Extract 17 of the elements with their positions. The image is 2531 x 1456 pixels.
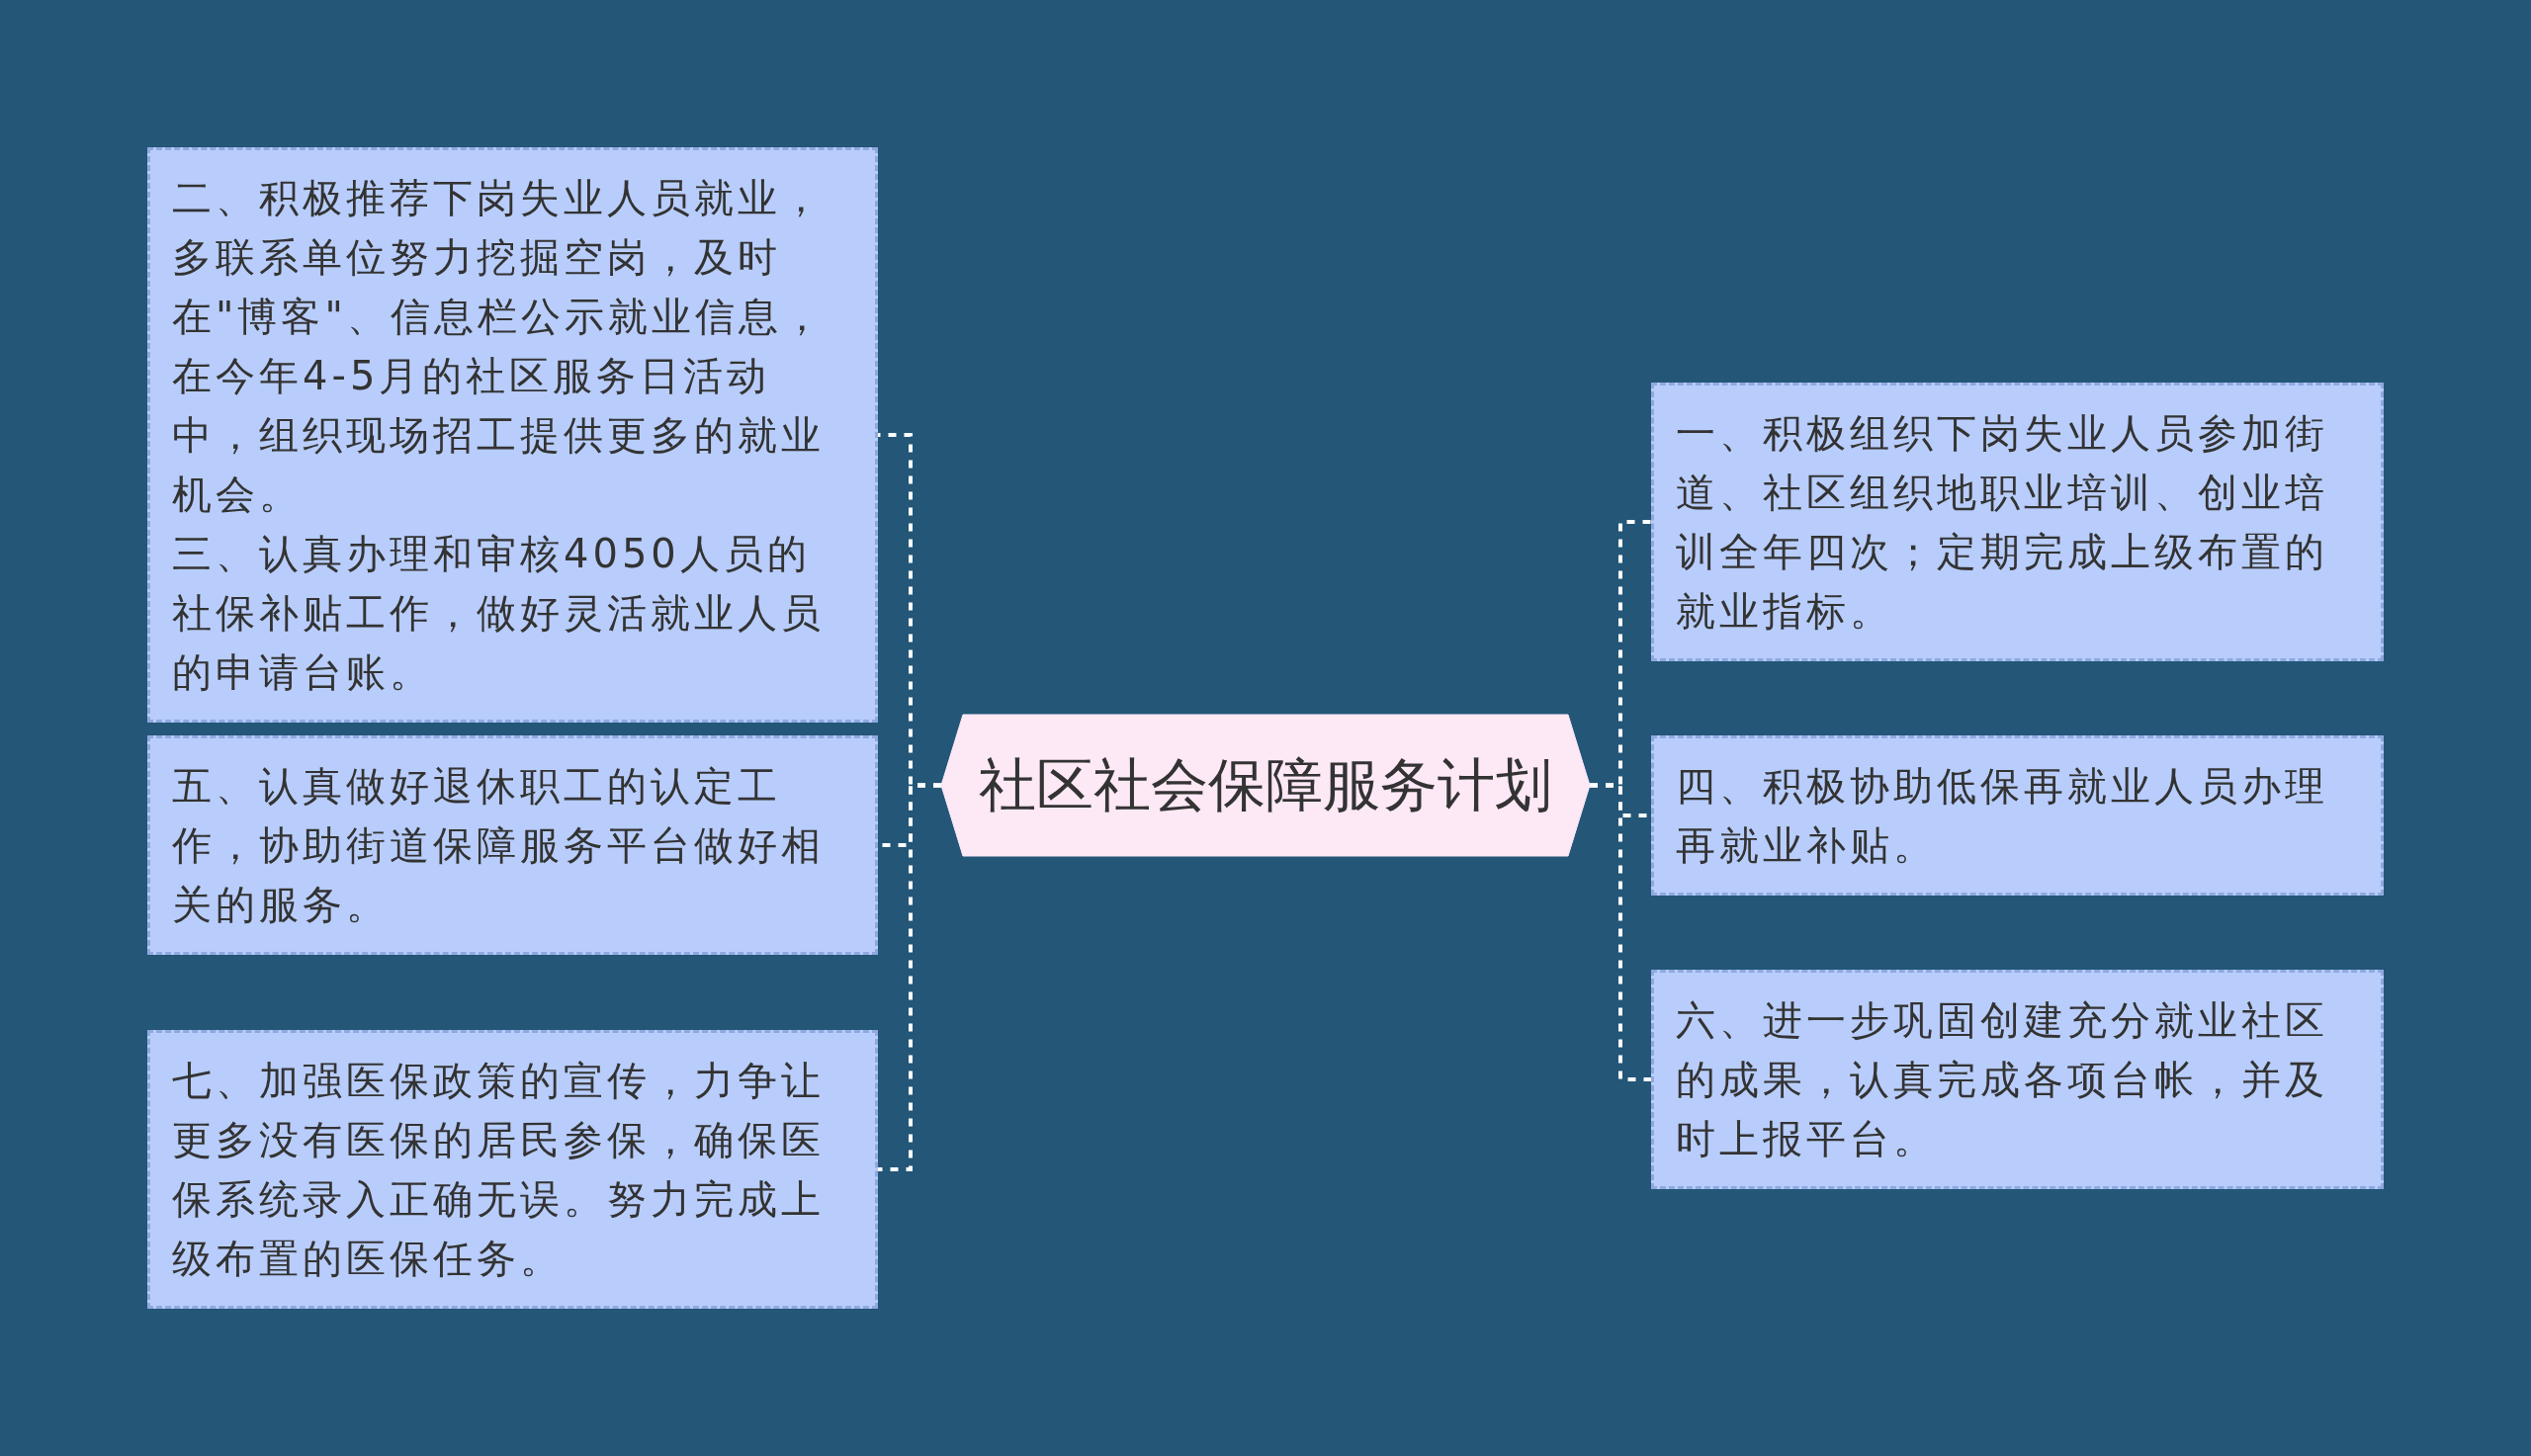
connector-line [1590,783,1651,1081]
topic-text: 三、认真办理和审核4050人员的社保补贴工作，做好灵活就业人员的申请台账。 [172,530,826,697]
topic-card [1651,735,2384,896]
topic-text: 一、积极组织下岗失业人员参加街道、社区组织地职业培训、创业培训全年四次；定期完成上级布置的就业指标。 [1676,409,2329,636]
topic-text: 七、加强医保政策的宣传，力争让更多没有医保的居民参保，确保医保系统录入正确无误。努力完成上级布置的医保任务。 [172,1057,826,1283]
topic-card [1651,383,2384,661]
topic-text: 五、认真做好退休职工的认定工作，协助街道保障服务平台做好相关的服务。 [172,762,826,929]
central-topic-text: 社区社会保障服务计划 [979,749,1552,820]
topic-card [1651,970,2384,1189]
topic-card [147,735,878,955]
central-topic-hexagon [941,715,1590,856]
topic-text: 二、积极推荐下岗失业人员就业，多联系单位努力挖掘空岗，及时在"博客"、信息栏公示就业信息，在今年4-5月的社区服务日活动中，组织现场招工提供更多的就业机会。 [172,174,827,519]
topic-text: 四、积极协助低保再就业人员办理再就业补贴。 [1676,762,2329,870]
topic-card [147,1030,878,1309]
topic-text: 六、进一步巩固创建充分就业社区的成果，认真完成各项台帐，并及时上报平台。 [1676,996,2329,1163]
topic-card [147,147,878,723]
connector-line [878,783,941,1171]
